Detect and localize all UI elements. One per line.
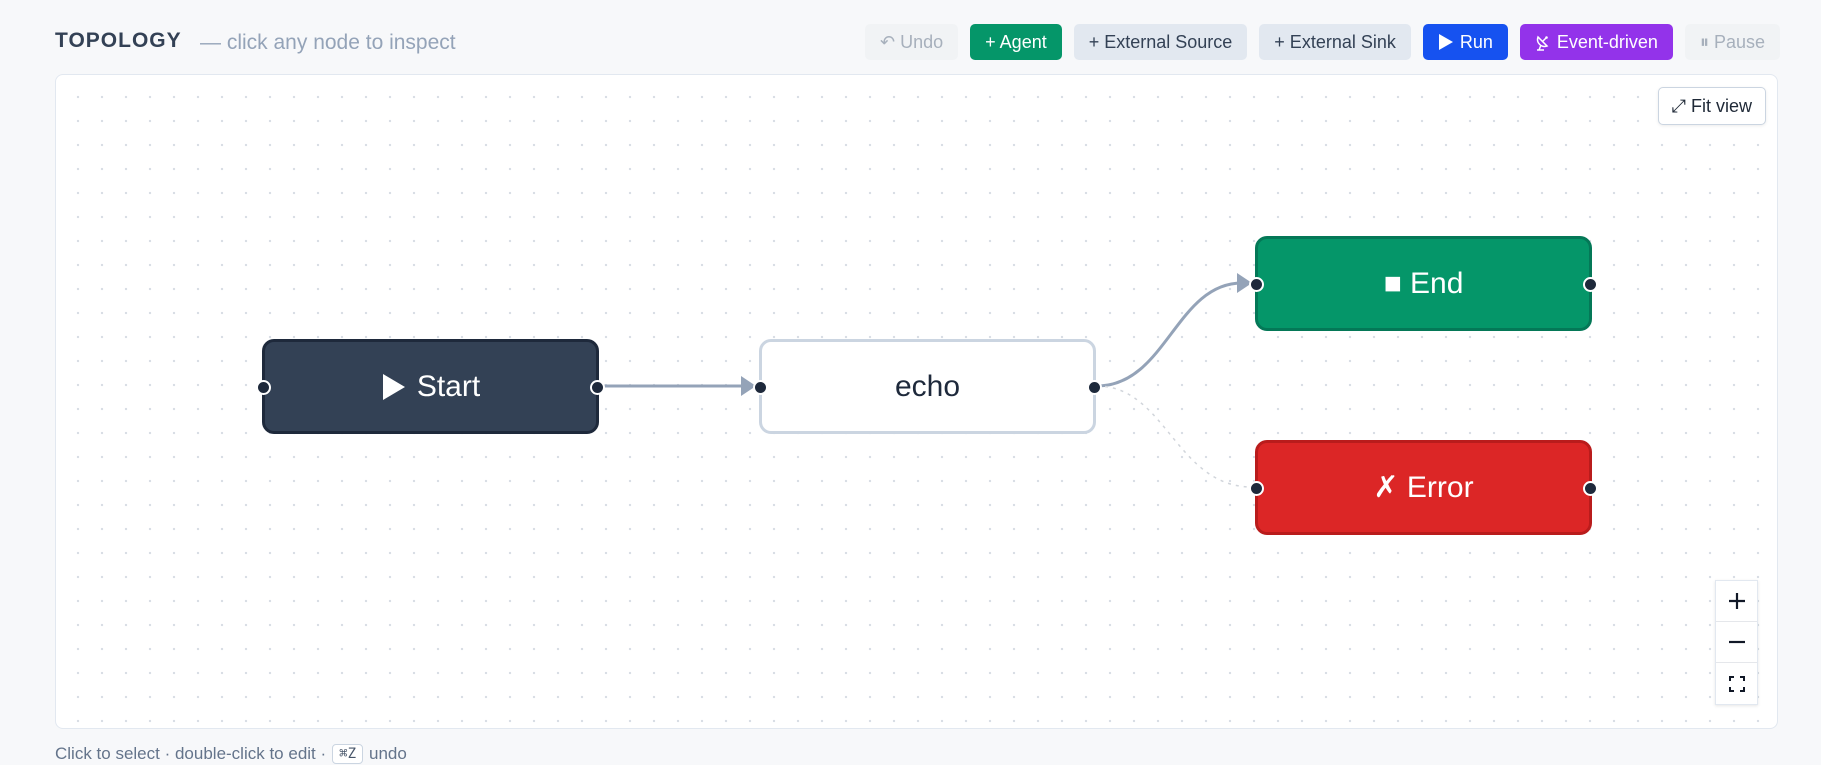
add-external-source-button[interactable]: + External Source xyxy=(1073,24,1248,60)
output-handle[interactable] xyxy=(1087,379,1102,395)
event-driven-button[interactable]: Event-driven xyxy=(1519,24,1673,60)
zoom-controls xyxy=(1715,580,1758,705)
undo-button[interactable]: ↶ Undo xyxy=(865,24,959,60)
undo-shortcut-action: undo xyxy=(369,744,407,763)
add-external-sink-button[interactable]: + External Sink xyxy=(1259,24,1411,60)
satellite-dish-icon xyxy=(1536,35,1549,51)
output-handle[interactable] xyxy=(1583,480,1598,496)
node-end[interactable]: ■ End xyxy=(1249,236,1598,331)
play-icon xyxy=(382,373,405,400)
event-driven-button-label: Event-driven xyxy=(1556,31,1658,52)
input-handle[interactable] xyxy=(753,379,768,395)
fullscreen-button[interactable] xyxy=(1716,663,1757,704)
undo-shortcut-key: ⌘Z xyxy=(332,744,364,764)
run-button[interactable]: Run xyxy=(1422,24,1508,60)
play-icon xyxy=(1438,34,1453,50)
output-handle[interactable] xyxy=(1583,276,1598,292)
node-label: Start xyxy=(416,369,481,403)
add-agent-button[interactable]: + Agent xyxy=(970,24,1062,60)
pause-button[interactable]: ⏸ Pause xyxy=(1684,24,1780,60)
toolbar: ↶ Undo + Agent + External Source + Exter… xyxy=(865,24,1780,60)
topology-canvas[interactable]: Start echo ■ End ✗ Error ⤢ Fit view xyxy=(55,74,1778,729)
footer-hint: Click to select · double-click to edit ·… xyxy=(55,744,407,764)
node-start[interactable]: Start xyxy=(256,339,605,434)
topology-header: TOPOLOGY — click any node to inspect ↶ U… xyxy=(55,0,1780,74)
input-handle[interactable] xyxy=(1249,276,1264,292)
minus-icon xyxy=(1728,640,1745,644)
edge-echo-error[interactable] xyxy=(1096,385,1253,488)
node-label: ■ End xyxy=(1383,266,1464,300)
page-subtitle: — click any node to inspect xyxy=(200,31,456,54)
fullscreen-icon xyxy=(1728,675,1745,692)
node-echo[interactable]: echo xyxy=(753,339,1102,434)
zoom-out-button[interactable] xyxy=(1716,622,1757,663)
run-button-label: Run xyxy=(1459,31,1493,52)
page-title: TOPOLOGY xyxy=(55,29,182,52)
input-handle[interactable] xyxy=(256,379,271,395)
plus-icon xyxy=(1728,593,1745,609)
zoom-in-button[interactable] xyxy=(1716,581,1757,622)
footer-hint-text: Click to select · double-click to edit · xyxy=(55,744,327,763)
output-handle[interactable] xyxy=(590,379,605,395)
node-label: ✗ Error xyxy=(1373,471,1474,504)
edge-echo-end[interactable] xyxy=(1096,281,1243,388)
node-error[interactable]: ✗ Error xyxy=(1249,440,1598,535)
input-handle[interactable] xyxy=(1249,480,1264,496)
fit-view-button[interactable]: ⤢ Fit view xyxy=(1657,87,1766,125)
node-label: echo xyxy=(894,369,961,403)
